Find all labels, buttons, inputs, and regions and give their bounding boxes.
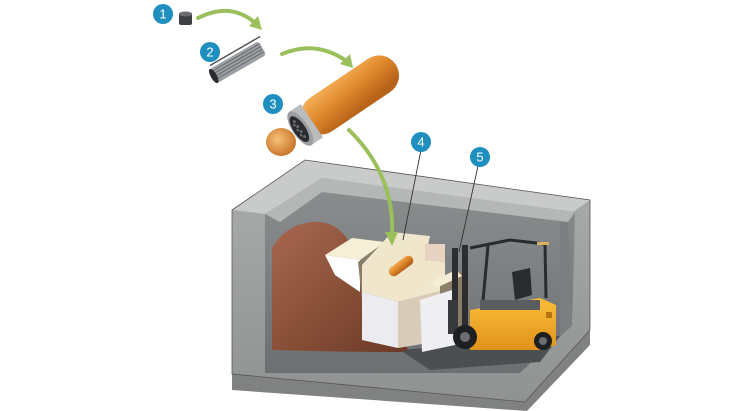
- callout-badge-2: 2: [200, 42, 220, 62]
- tunnel-right-wall: [560, 222, 572, 336]
- process-arrows: [196, 9, 395, 238]
- canister-in-repository: [388, 255, 414, 277]
- callout-number: 2: [206, 45, 213, 60]
- arrow-3-to-4: [347, 128, 395, 238]
- fuel-pellet-icon: [179, 11, 192, 25]
- tunnel-bottom-face: [232, 330, 590, 411]
- callout-number: 1: [159, 7, 166, 22]
- fuel-assembly-icon: [208, 35, 266, 84]
- arrow-heads: [249, 16, 398, 246]
- arrow-2-to-3: [280, 46, 347, 62]
- callout-number: 3: [269, 97, 276, 112]
- canister-icon: [287, 55, 400, 146]
- tunnel-ceiling: [265, 178, 575, 222]
- callout-badge-1: 1: [153, 4, 173, 24]
- callout-badge-5: 5: [470, 147, 490, 167]
- forklift: [448, 238, 556, 350]
- callout-number: 5: [476, 150, 483, 165]
- leader-lines: [402, 149, 479, 253]
- arrow-1-to-2: [196, 9, 256, 24]
- tunnel-top-surface: [232, 160, 590, 214]
- callout-number: 4: [417, 135, 424, 150]
- callout-badge-4: 4: [411, 132, 431, 152]
- callout-badge-3: 3: [263, 94, 283, 114]
- canister-lid-icon: [266, 128, 296, 156]
